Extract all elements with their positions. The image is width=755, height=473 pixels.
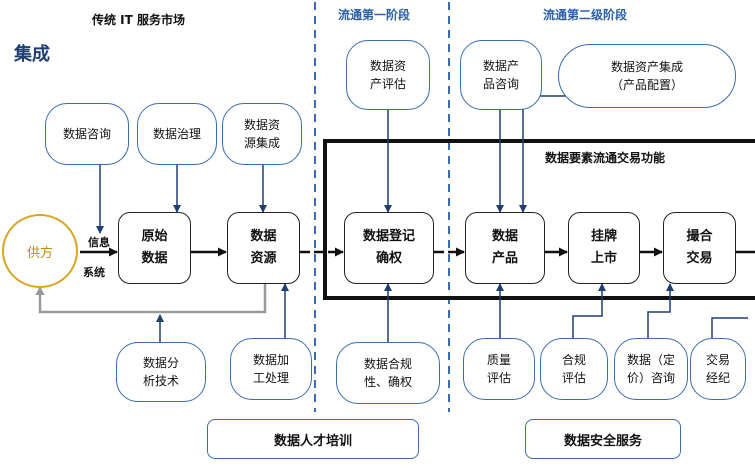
service-governance: 数据治理 bbox=[137, 103, 217, 165]
service-consulting: 数据咨询 bbox=[45, 103, 129, 165]
process-data-resource: 数据 资源 bbox=[227, 212, 300, 284]
service-consulting-line1: 数据咨询 bbox=[62, 127, 111, 141]
service-resource-integration-line2: 源集成 bbox=[243, 136, 280, 150]
footer-talent-training-label: 数据人才培训 bbox=[273, 433, 352, 449]
service-asset-evaluation-line2: 产评估 bbox=[369, 77, 406, 91]
process-data-resource-line2: 资源 bbox=[250, 251, 277, 266]
service-asset-integration: 数据资产集成 （产品配置） bbox=[558, 44, 736, 108]
process-matching: 撮合 交易 bbox=[663, 212, 736, 284]
service-pricing-consulting-line2: 价）咨询 bbox=[626, 371, 675, 385]
service-compliance-eval-line2: 评估 bbox=[561, 371, 586, 385]
service-broker: 交易 经纪 bbox=[690, 338, 746, 400]
exchange-function-box bbox=[323, 139, 755, 300]
process-raw-data: 原始 数据 bbox=[118, 212, 191, 284]
header-traditional-market: 传统 IT 服务市场 bbox=[92, 13, 186, 27]
process-data-product: 数据 产品 bbox=[465, 212, 545, 284]
arrow-broker bbox=[711, 317, 748, 338]
service-quality-eval: 质量 评估 bbox=[463, 338, 535, 400]
service-governance-line1: 数据治理 bbox=[152, 127, 201, 141]
service-processing-line2: 工处理 bbox=[252, 371, 289, 385]
arrow-compliance-eval bbox=[572, 283, 606, 338]
process-matching-line1: 撮合 bbox=[686, 229, 713, 244]
service-quality-eval-line1: 质量 bbox=[486, 353, 511, 367]
process-listing: 挂牌 上市 bbox=[568, 212, 640, 284]
service-broker-line2: 经纪 bbox=[705, 371, 730, 385]
process-data-product-line2: 产品 bbox=[491, 251, 518, 266]
footer-talent-training: 数据人才培训 bbox=[207, 419, 419, 459]
service-asset-evaluation: 数据资 产评估 bbox=[346, 40, 430, 110]
process-registration-line2: 确权 bbox=[375, 251, 402, 266]
service-asset-integration-line2: （产品配置） bbox=[610, 78, 683, 92]
process-matching-line2: 交易 bbox=[686, 251, 713, 266]
service-processing-line1: 数据加 bbox=[252, 353, 289, 367]
service-compliance-eval-line1: 合规 bbox=[561, 353, 586, 367]
service-asset-integration-line1: 数据资产集成 bbox=[610, 60, 683, 74]
header-stage-two: 流通第二级阶段 bbox=[543, 8, 628, 22]
service-resource-integration: 数据资 源集成 bbox=[222, 103, 302, 165]
service-broker-line1: 交易 bbox=[705, 353, 730, 367]
info-system-label-line1: 信息 bbox=[88, 236, 110, 249]
process-raw-data-line2: 数据 bbox=[141, 251, 168, 266]
header-stage-one: 流通第一阶段 bbox=[338, 8, 411, 22]
service-analysis-tech-line2: 析技术 bbox=[142, 374, 179, 388]
service-compliance-confirm-line2: 性、确权 bbox=[363, 375, 412, 389]
service-processing: 数据加 工处理 bbox=[230, 338, 312, 400]
source-node-label: 供方 bbox=[26, 245, 53, 261]
footer-security-service: 数据安全服务 bbox=[525, 419, 681, 459]
process-data-resource-line1: 数据 bbox=[250, 229, 277, 244]
footer-security-service-label: 数据安全服务 bbox=[563, 433, 642, 449]
service-analysis-tech-line1: 数据分 bbox=[142, 356, 179, 370]
service-compliance-confirm: 数据合规 性、确权 bbox=[336, 342, 440, 404]
process-raw-data-line1: 原始 bbox=[141, 229, 168, 244]
service-product-consulting-line1: 数据产 bbox=[482, 59, 519, 73]
process-registration: 数据登记 确权 bbox=[344, 212, 434, 284]
service-pricing-consulting-line1: 数据（定 bbox=[626, 353, 675, 367]
service-pricing-consulting: 数据（定 价）咨询 bbox=[614, 338, 688, 400]
service-asset-evaluation-line1: 数据资 bbox=[369, 59, 406, 73]
arrow-pricing-consulting bbox=[647, 283, 674, 338]
service-quality-eval-line2: 评估 bbox=[486, 371, 511, 385]
process-data-product-line1: 数据 bbox=[491, 229, 518, 244]
process-registration-line1: 数据登记 bbox=[362, 229, 415, 244]
process-listing-line1: 挂牌 bbox=[590, 229, 617, 244]
feedback-arrow bbox=[35, 282, 267, 314]
service-resource-integration-line1: 数据资 bbox=[243, 118, 280, 132]
service-product-consulting: 数据产 品咨询 bbox=[460, 40, 542, 110]
service-compliance-eval: 合规 评估 bbox=[540, 338, 608, 400]
service-compliance-confirm-line1: 数据合规 bbox=[363, 357, 412, 371]
service-analysis-tech: 数据分 析技术 bbox=[116, 342, 206, 402]
info-system-label-line2: 系统 bbox=[83, 266, 105, 279]
source-node: 供方 bbox=[2, 214, 78, 288]
service-product-consulting-line2: 品咨询 bbox=[482, 77, 519, 91]
process-listing-line2: 上市 bbox=[590, 251, 617, 266]
exchange-function-label: 数据要素流通交易功能 bbox=[545, 151, 666, 165]
integration-label: 集成 bbox=[14, 44, 50, 65]
